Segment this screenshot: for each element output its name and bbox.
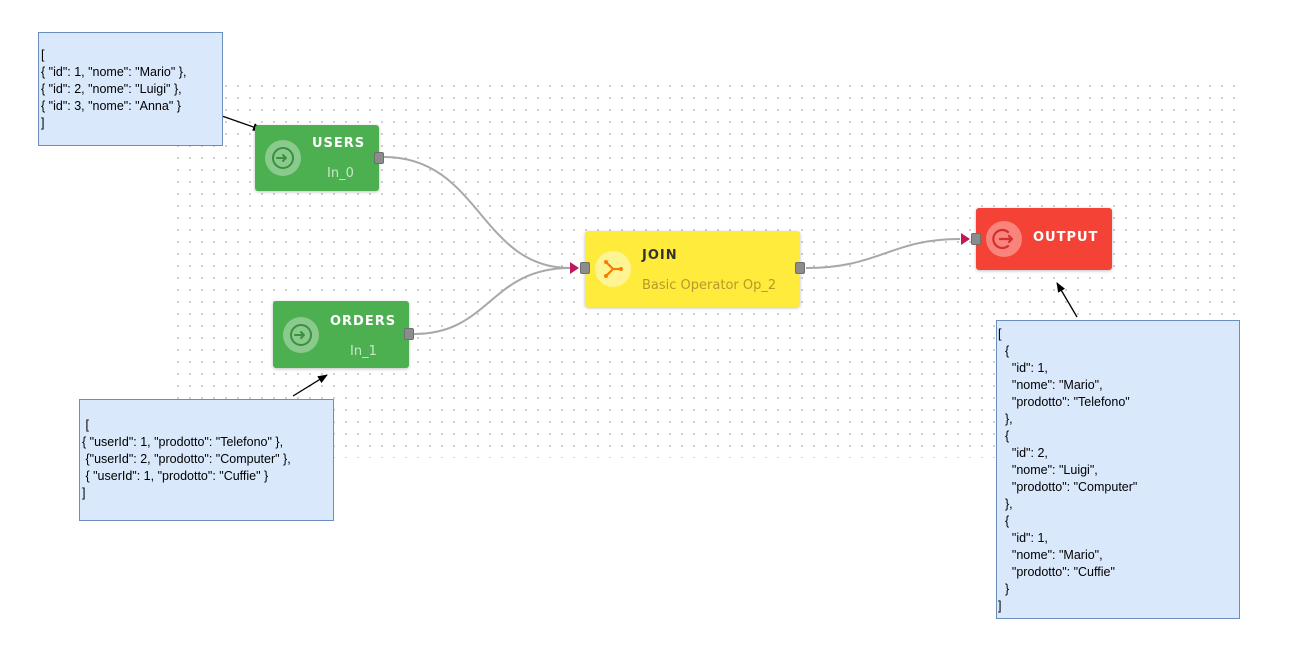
output-data-note: [ { "id": 1, "nome": "Mario", "prodotto"… <box>996 320 1240 619</box>
orders-node-title: ORDERS <box>330 314 397 329</box>
output-node[interactable]: OUTPUT <box>976 208 1112 270</box>
wire-join-output[interactable] <box>805 238 961 269</box>
wire-users-join[interactable] <box>383 156 571 269</box>
wire-orders-join[interactable] <box>413 267 571 335</box>
orders-node-subtitle: In_1 <box>350 344 377 359</box>
users-data-note: [ { "id": 1, "nome": "Mario" }, { "id": … <box>38 32 223 146</box>
output-input-arrow <box>961 233 970 245</box>
output-note-pointer <box>1056 282 1078 318</box>
output-input-port[interactable] <box>971 233 981 245</box>
input-circle-icon <box>283 317 319 353</box>
join-node-title: JOIN <box>642 248 678 263</box>
users-output-port[interactable] <box>374 152 384 164</box>
orders-data-note: [ { "userId": 1, "prodotto": "Telefono" … <box>79 399 334 521</box>
join-node-subtitle: Basic Operator Op_2 <box>642 278 777 293</box>
input-circle-icon <box>265 140 301 176</box>
join-output-port[interactable] <box>795 262 805 274</box>
join-input-port[interactable] <box>580 262 590 274</box>
join-node[interactable]: JOIN Basic Operator Op_2 <box>585 231 800 307</box>
output-node-title: OUTPUT <box>1033 230 1099 245</box>
orders-note-pointer <box>292 374 328 397</box>
merge-icon <box>595 251 631 287</box>
users-node-subtitle: In_0 <box>327 166 354 181</box>
orders-output-port[interactable] <box>404 328 414 340</box>
users-node-title: USERS <box>312 136 366 151</box>
join-input-arrow <box>570 262 579 274</box>
orders-node[interactable]: ORDERS In_1 <box>273 301 409 368</box>
output-circle-icon <box>986 221 1022 257</box>
users-node[interactable]: USERS In_0 <box>255 125 379 191</box>
